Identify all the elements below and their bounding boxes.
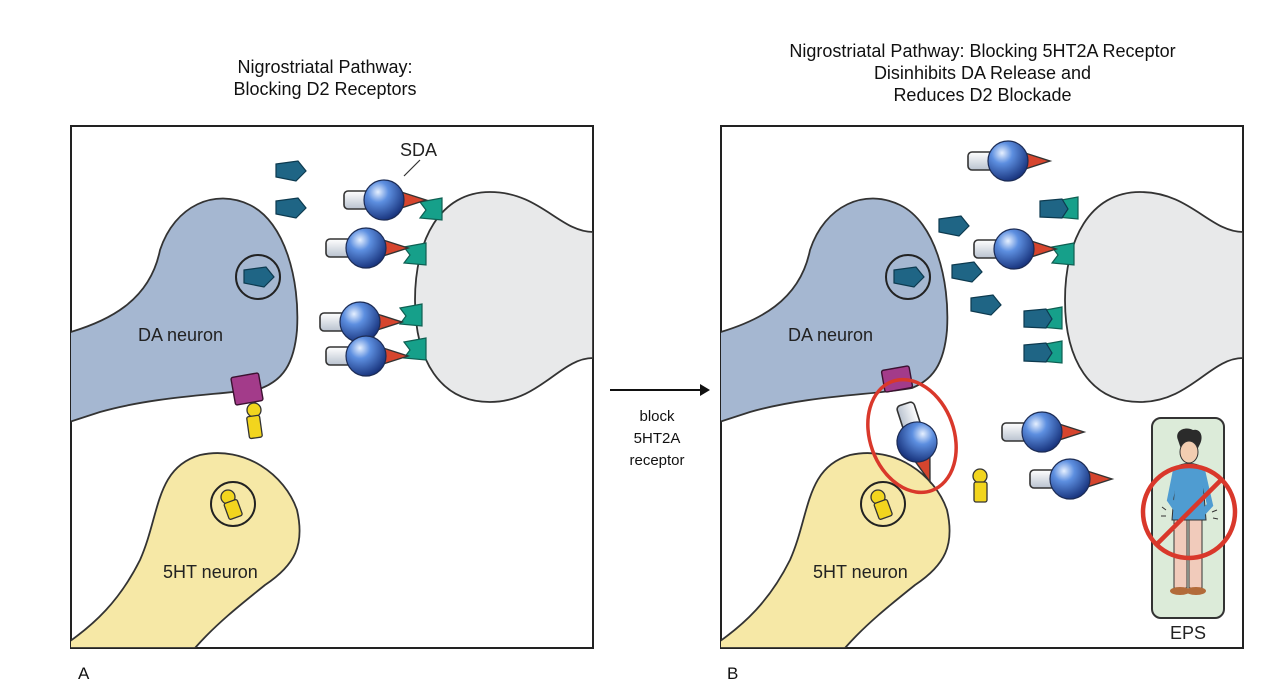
panel-b-5ht-neuron: [721, 452, 951, 648]
arrow-label-line1: block: [639, 408, 675, 425]
panel-a-da-vesicle: [235, 254, 281, 300]
panel-a-da-neuron: [71, 197, 299, 423]
panel-b-eps-inset: EPS: [1140, 417, 1238, 643]
arrow-label-line3: receptor: [629, 452, 685, 469]
person-tremor-icon: [1161, 428, 1219, 595]
panel-a-title: Nigrostriatal Pathway: Blocking D2 Recep…: [120, 56, 530, 100]
panel-a-postsynaptic-neuron: [414, 191, 593, 403]
arrow-label: block 5HT2A receptor: [608, 406, 706, 472]
panel-b-eps-label: EPS: [1170, 623, 1206, 643]
panel-a-title-line1: Nigrostriatal Pathway:: [237, 57, 413, 77]
panel-b: EPS DA neuron 5HT neuron: [720, 125, 1244, 649]
panel-a-title-line2: Blocking D2 Receptors: [233, 79, 417, 99]
no-symbol-icon: [1140, 463, 1238, 561]
panel-a-5ht-neuron: [71, 452, 301, 648]
panel-b-title: Nigrostriatal Pathway: Blocking 5HT2A Re…: [720, 40, 1245, 106]
panel-b-highlight-ring: [866, 377, 958, 495]
transition-arrow: [610, 384, 710, 396]
panel-b-postsynaptic-neuron: [1064, 191, 1243, 403]
panel-b-free-serotonin-icon: [972, 468, 988, 503]
panel-a-sda-label: SDA: [400, 140, 437, 160]
panel-b-da-vesicle: [885, 254, 931, 300]
panel-b-letter: B: [727, 664, 739, 683]
panel-a-5ht-vesicle: [210, 481, 256, 527]
panel-b-5ht-vesicle: [860, 481, 906, 527]
panel-b-vesicle-serotonin-icon: [870, 489, 893, 520]
panel-a-sda-pointer: [403, 159, 421, 177]
panel-a: SDA DA neuron 5HT neuron: [70, 125, 594, 649]
panel-b-5ht-neuron-label: 5HT neuron: [813, 562, 908, 582]
panel-b-d2-dopamine-2: [1023, 306, 1063, 330]
panel-b-title-line2: Disinhibits DA Release and: [873, 63, 1092, 83]
panel-a-5ht-neuron-label: 5HT neuron: [163, 562, 258, 582]
panel-b-d2-dopamine-3: [1023, 340, 1063, 364]
panel-a-serotonin-bound-icon: [246, 402, 263, 440]
panel-a-da-neuron-label: DA neuron: [138, 325, 223, 345]
panel-b-d2-dopamine-1: [1039, 196, 1079, 220]
panel-a-letter: A: [78, 664, 90, 683]
panel-b-da-neuron: [721, 197, 949, 423]
panel-a-5ht2a-receptor: [230, 372, 264, 406]
arrow-label-line2: 5HT2A: [633, 430, 681, 447]
panel-b-title-line3: Reduces D2 Blockade: [893, 85, 1072, 105]
panel-b-da-neuron-label: DA neuron: [788, 325, 873, 345]
panel-a-vesicle-serotonin-icon: [220, 489, 243, 520]
panel-b-title-line1: Nigrostriatal Pathway: Blocking 5HT2A Re…: [789, 41, 1176, 61]
